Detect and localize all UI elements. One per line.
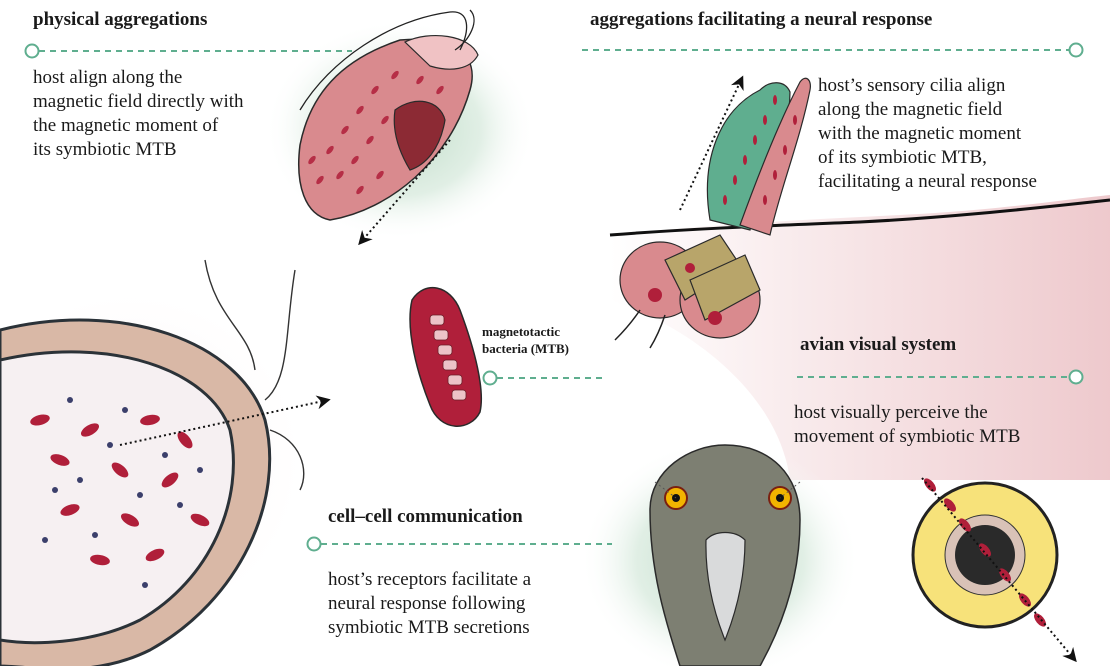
text-line: host align along the <box>33 66 244 90</box>
text-avian-visual-system: host visually perceive the movement of s… <box>794 401 1020 449</box>
text-line: neural response following <box>328 592 531 616</box>
text-line: symbiotic MTB secretions <box>328 616 531 640</box>
cell-cell-tissue-illustration <box>0 260 328 666</box>
connector-cellcell <box>308 538 613 551</box>
text-line: along the magnetic field <box>818 98 1037 122</box>
text-line: the magnetic moment of <box>33 114 244 138</box>
text-line: with the magnetic moment <box>818 122 1037 146</box>
text-line: facilitating a neural response <box>818 170 1037 194</box>
label-line: magnetotactic <box>482 323 569 340</box>
text-cell-cell-communication: host’s receptors facilitate a neural res… <box>328 568 531 640</box>
text-line: host’s receptors facilitate a <box>328 568 531 592</box>
heading-physical-aggregations: physical aggregations <box>33 9 207 31</box>
text-line: of its symbiotic MTB, <box>818 146 1037 170</box>
heading-neural-response: aggregations facilitating a neural respo… <box>590 9 932 31</box>
connector-mtb <box>484 372 605 385</box>
eye-illustration <box>913 476 1075 660</box>
heading-cell-cell-communication: cell–cell communication <box>328 506 523 528</box>
text-line: host visually perceive the <box>794 401 1020 425</box>
text-neural-response: host’s sensory cilia align along the mag… <box>818 74 1037 194</box>
text-line: magnetic field directly with <box>33 90 244 114</box>
text-line: its symbiotic MTB <box>33 138 244 162</box>
text-line: movement of symbiotic MTB <box>794 425 1020 449</box>
heading-avian-visual-system: avian visual system <box>800 334 956 356</box>
label-magnetotactic-bacteria: magnetotactic bacteria (MTB) <box>482 323 569 357</box>
label-line: bacteria (MTB) <box>482 340 569 357</box>
text-physical-aggregations: host align along the magnetic field dire… <box>33 66 244 162</box>
text-line: host’s sensory cilia align <box>818 74 1037 98</box>
connector-neural <box>582 44 1083 57</box>
mtb-bacterium-illustration <box>410 288 481 427</box>
ciliate-host-illustration <box>265 10 535 243</box>
